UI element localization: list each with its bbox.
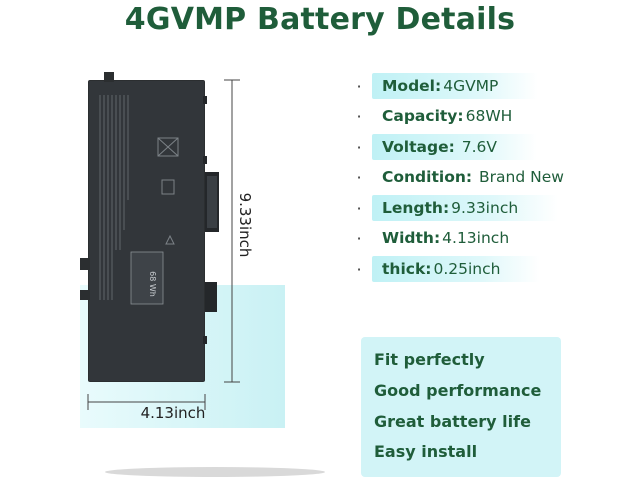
spec-row-thick: · thick:0.25inch xyxy=(354,256,624,282)
spec-plain: Capacity:68WH xyxy=(372,103,522,129)
spec-pill: Length:9.33inch xyxy=(372,195,559,221)
spec-value: 4GVMP xyxy=(443,77,499,95)
spec-value: 7.6V xyxy=(456,138,497,156)
feature-item: Good performance xyxy=(374,381,542,400)
spec-value: Brand New xyxy=(474,168,564,186)
spec-plain: Condition: Brand New xyxy=(372,164,574,190)
bullet-icon: · xyxy=(356,76,362,96)
spec-value: 68WH xyxy=(465,107,513,125)
spec-row-model: · Model:4GVMP xyxy=(354,73,624,99)
spec-row-voltage: · Voltage: 7.6V xyxy=(354,134,624,160)
bullet-icon: · xyxy=(356,106,362,126)
spec-row-length: · Length:9.33inch xyxy=(354,195,624,221)
spec-label: Voltage: xyxy=(382,138,455,156)
spec-value: 9.33inch xyxy=(451,199,519,217)
spec-label: Condition: xyxy=(382,168,473,186)
spec-value: 4.13inch xyxy=(442,229,510,247)
bullet-icon: · xyxy=(356,259,362,279)
height-dimension-line xyxy=(224,79,240,383)
spec-pill: thick:0.25inch xyxy=(372,256,541,282)
bullet-icon: · xyxy=(356,167,362,187)
spec-pill: Voltage: 7.6V xyxy=(372,134,537,160)
spec-label: Capacity: xyxy=(382,107,464,125)
spec-label: Width: xyxy=(382,229,441,247)
spec-row-condition: · Condition: Brand New xyxy=(354,164,624,190)
page-title: 4GVMP Battery Details xyxy=(124,2,516,37)
battery-body: 68 Wh xyxy=(80,72,219,382)
feature-box: Fit perfectly Good performance Great bat… xyxy=(361,337,561,477)
feature-item: Easy install xyxy=(374,442,478,461)
feature-item: Great battery life xyxy=(374,412,531,431)
spec-plain: Width:4.13inch xyxy=(372,225,519,251)
battery-shadow xyxy=(105,467,325,477)
spec-label: Model: xyxy=(382,77,442,95)
height-dimension-label: 9.33inch xyxy=(236,192,254,258)
width-dimension-label: 4.13inch xyxy=(140,404,206,422)
spec-label: Length: xyxy=(382,199,450,217)
spec-pill: Model:4GVMP xyxy=(372,73,539,99)
bullet-icon: · xyxy=(356,228,362,248)
battery-capacity-print: 68 Wh xyxy=(148,271,157,297)
spec-value: 0.25inch xyxy=(433,260,501,278)
spec-row-width: · Width:4.13inch xyxy=(354,225,624,251)
feature-item: Fit perfectly xyxy=(374,350,485,369)
bullet-icon: · xyxy=(356,198,362,218)
bullet-icon: · xyxy=(356,137,362,157)
width-dimension-line xyxy=(87,394,206,410)
spec-row-capacity: · Capacity:68WH xyxy=(354,103,624,129)
spec-label: thick: xyxy=(382,260,432,278)
